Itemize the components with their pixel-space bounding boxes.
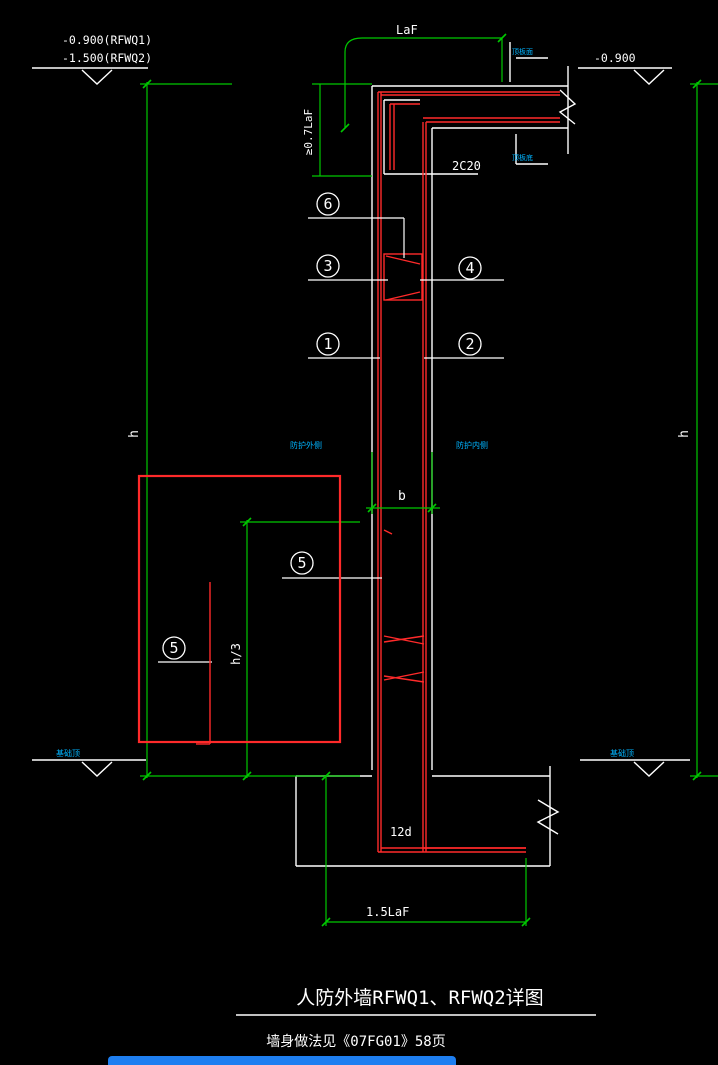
label-2c20: 2C20 [452,159,481,173]
marker-4: 4 [465,259,474,277]
dimension-lines [140,37,718,926]
marker-3: 3 [323,257,332,275]
elevation-rfwq2: -1.500(RFWQ2) [62,51,152,65]
highlight-selection-box[interactable] [137,474,342,744]
marker-circles [162,192,482,660]
dim-h-third: h/3 [229,643,243,665]
elevation-symbols [32,67,690,777]
dim-h-right: h [677,430,692,438]
dimension-ticks [142,33,702,927]
drawing-title: 人防外墙RFWQ1、RFWQ2详图 [296,987,543,1009]
dim-12d: 12d [390,825,412,839]
note-wall-inner: 防护内侧 [456,440,488,450]
marker-2: 2 [465,335,474,353]
dim-h-left: h [127,430,142,438]
dim-b: b [398,489,406,504]
elevation-right-bottom: 基础顶 [610,748,634,758]
note-slab-top: 顶板面 [512,47,533,56]
marker-5-box: 5 [169,639,178,657]
note-slab-bottom: 顶板底 [512,153,533,162]
box-rebar-line [196,582,211,745]
marker-leaders [158,217,504,663]
dim-07laf: ≥0.7LaF [302,109,315,155]
marker-5-wall: 5 [297,554,306,572]
marker-6: 6 [323,195,332,213]
dim-15laf: 1.5LaF [366,905,409,919]
elevation-rfwq1: -0.900(RFWQ1) [62,33,152,47]
reinforcement [377,91,560,853]
elevation-right-top: -0.900 [594,51,636,65]
drawing-subtitle: 墙身做法见《07FG01》58页 [266,1034,445,1050]
note-wall-outer: 防护外侧 [290,440,322,450]
marker-1: 1 [323,335,332,353]
horizontal-scrollbar[interactable] [108,1056,456,1065]
elevation-left-bottom: 基础顶 [56,748,80,758]
dim-laf: LaF [396,23,418,37]
